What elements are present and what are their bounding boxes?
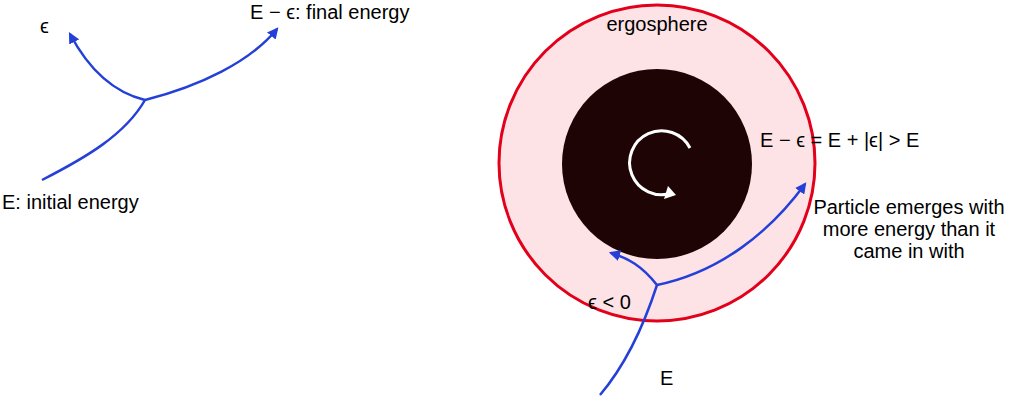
particle-path: [611, 253, 657, 285]
note-text: Particle emerges with more energy than i…: [813, 196, 1005, 262]
energy-label: E: initial energy: [2, 190, 139, 214]
energy-label: ϵ: [40, 14, 49, 38]
particle-path: [145, 29, 277, 100]
equation-label: E − ϵ = E + |ϵ| > E: [760, 128, 919, 152]
particle-path: [70, 34, 145, 100]
region-label: ergosphere: [497, 12, 817, 36]
energy-label: E − ϵ: final energy: [250, 0, 409, 24]
rotation-arrow: [630, 131, 690, 195]
particle-path: [42, 100, 145, 180]
rotation-arrowhead: [664, 186, 676, 199]
energy-label: E: [660, 366, 673, 390]
black-hole: [562, 69, 752, 259]
energy-label: ϵ < 0: [588, 290, 631, 314]
particle-path: [657, 184, 805, 285]
